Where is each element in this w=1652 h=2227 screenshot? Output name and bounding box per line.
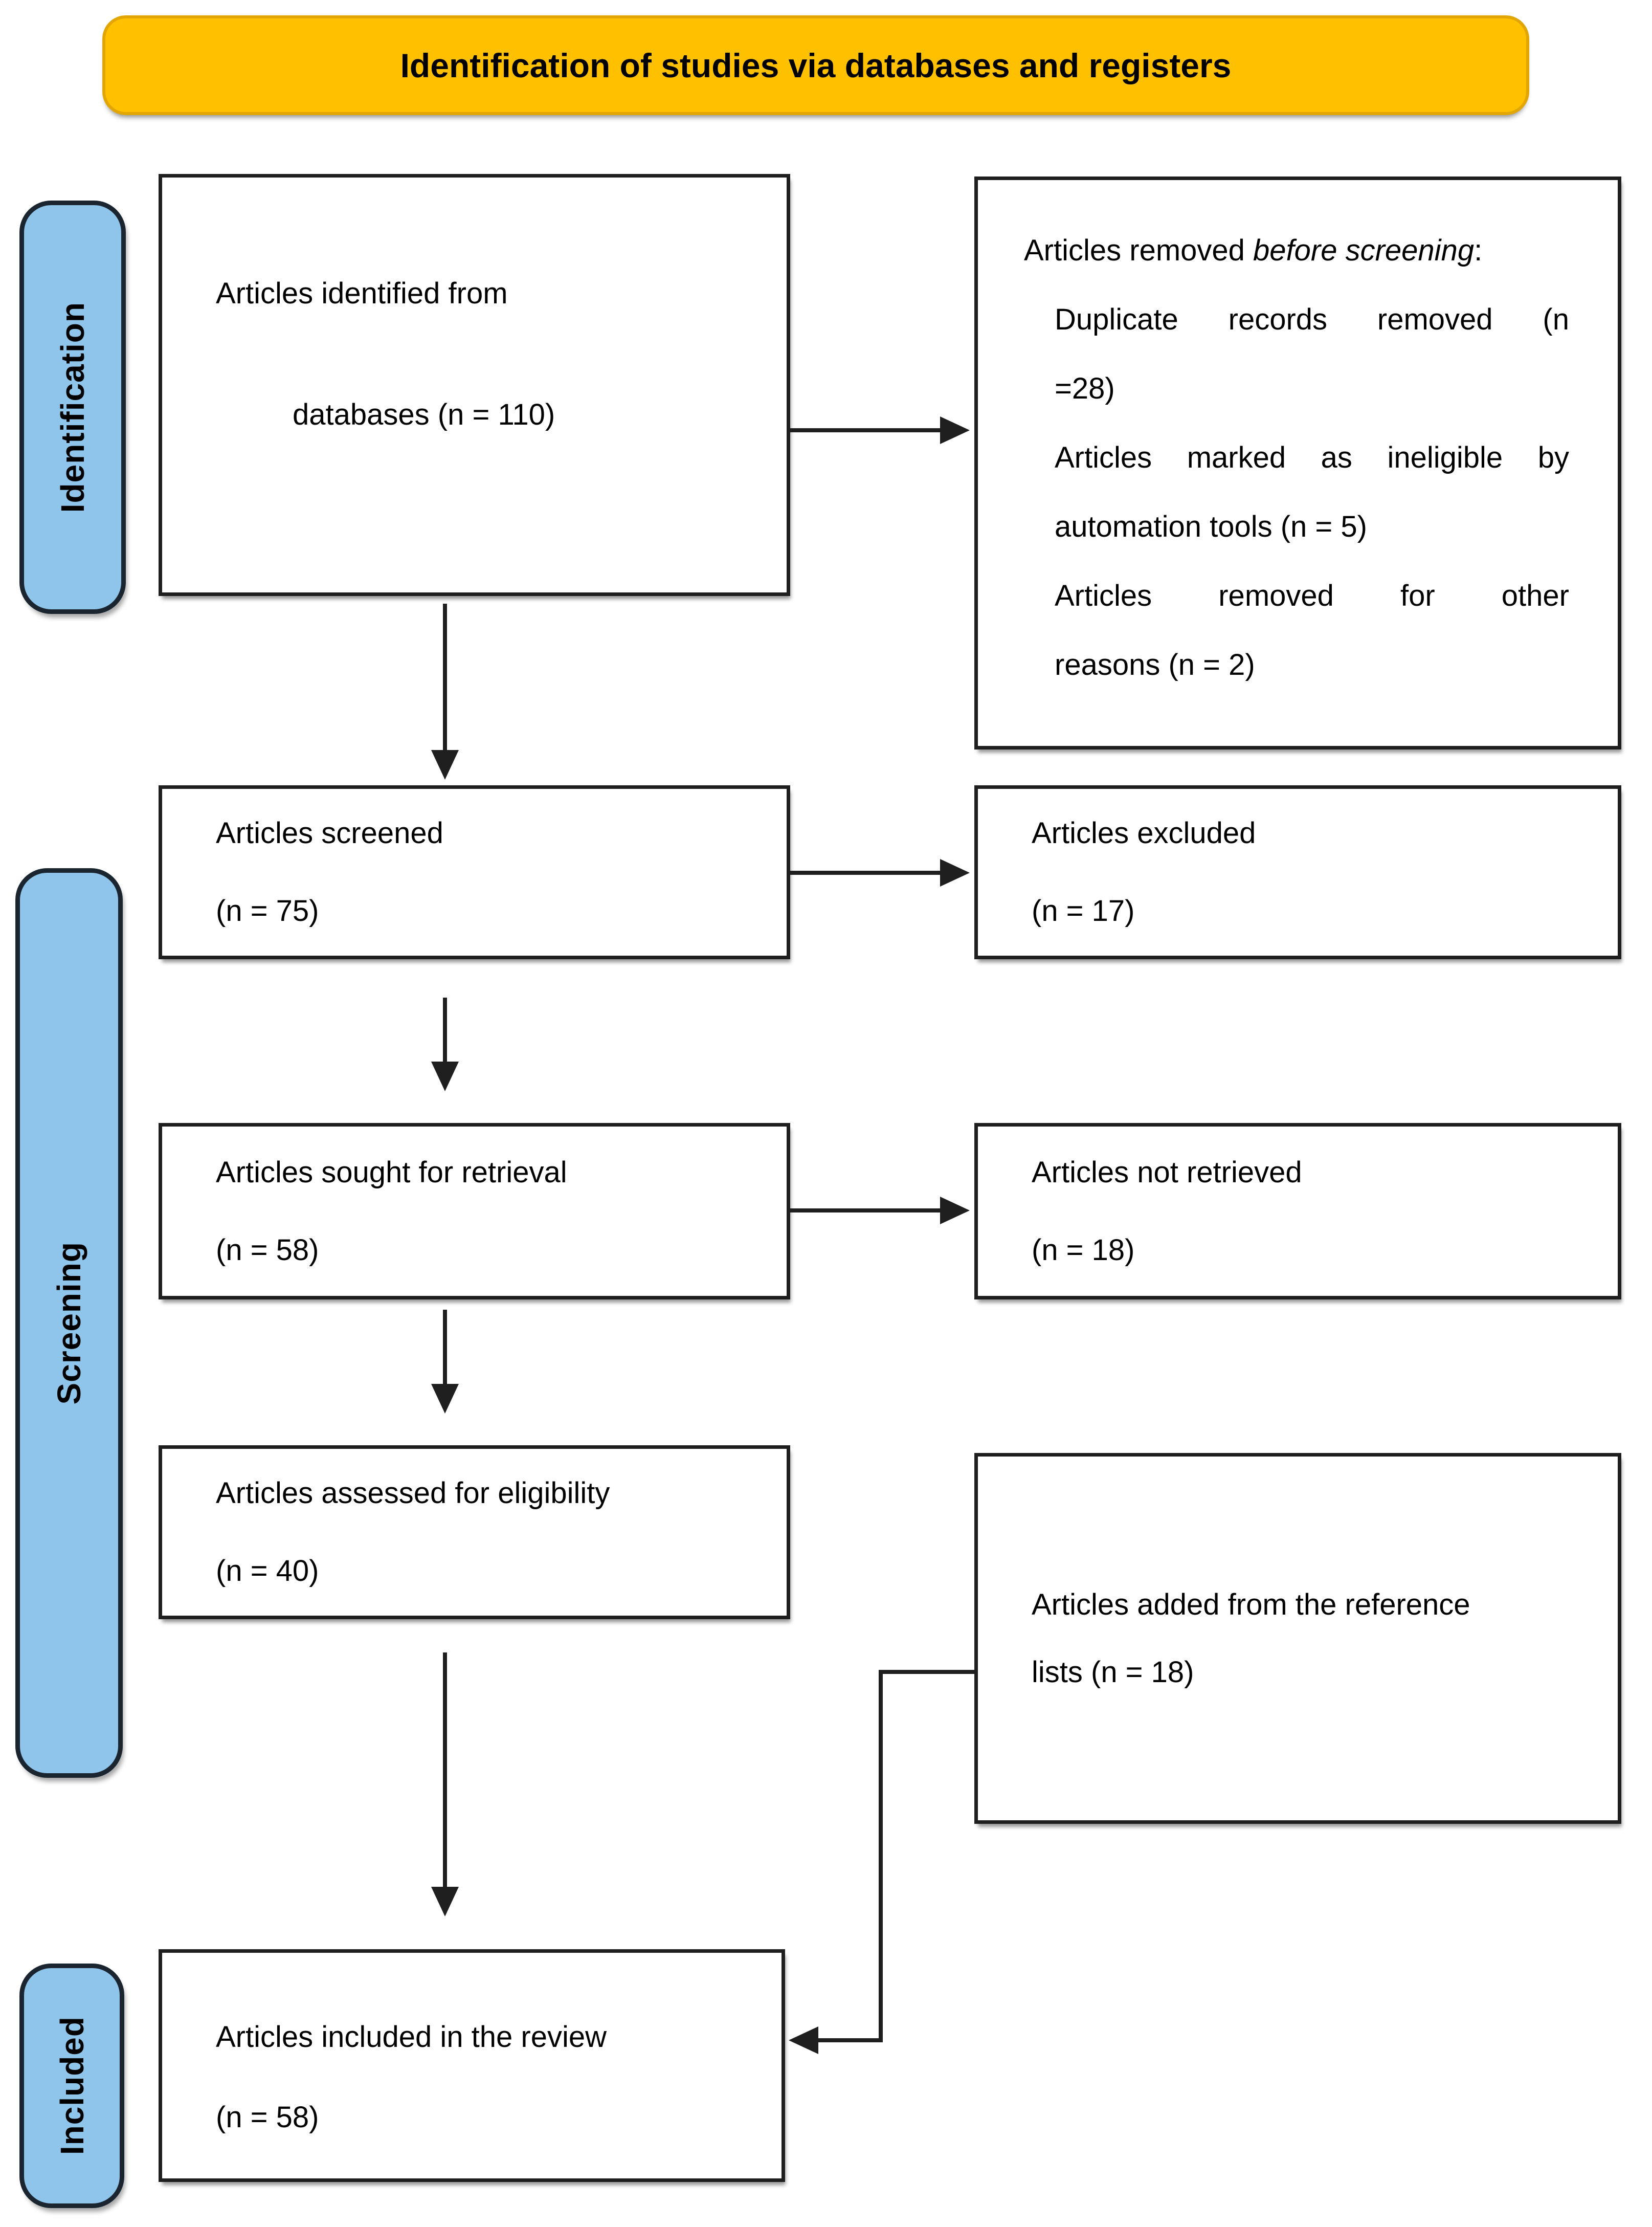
box-articles-identified: Articles identified from databases (n = … xyxy=(159,174,790,596)
arrow-sought-to-assessed-line xyxy=(443,1310,447,1384)
arrow-right-icon xyxy=(940,416,970,444)
screened-line-1: Articles screened xyxy=(216,817,443,850)
arrow-sought-to-not-retrieved-line xyxy=(790,1208,940,1212)
arrow-screened-to-sought-line xyxy=(443,998,447,1062)
sidebar-included-label: Included xyxy=(53,2016,91,2155)
box-articles-sought-for-retrieval: Articles sought for retrieval (n = 58) xyxy=(159,1123,790,1299)
sidebar-screening-label: Screening xyxy=(51,1241,87,1405)
sidebar-stage-included: Included xyxy=(19,1964,124,2208)
box-articles-removed-before-screening: Articles removed before screening: Dupli… xyxy=(974,177,1621,749)
sought-line-1: Articles sought for retrieval xyxy=(216,1155,567,1189)
box-articles-assessed-for-eligibility: Articles assessed for eligibility (n = 4… xyxy=(159,1445,790,1619)
arrow-screened-to-excluded-line xyxy=(790,871,940,875)
removed-item-3-line-2: reasons (n = 2) xyxy=(1055,648,1255,681)
included-line-2: (n = 58) xyxy=(216,2100,319,2134)
elbow-reference-to-included-top-segment xyxy=(881,1670,974,1674)
arrow-identified-to-removed-line xyxy=(790,428,940,432)
not-retrieved-line-2: (n = 18) xyxy=(1032,1233,1135,1267)
removed-item-2-line-1: Articles marked as ineligible by xyxy=(1055,441,1569,474)
arrow-left-icon xyxy=(789,2026,818,2054)
banner-title: Identification of studies via databases … xyxy=(400,46,1232,84)
excluded-line-2: (n = 17) xyxy=(1032,894,1135,928)
elbow-reference-to-included-bottom-segment xyxy=(818,2038,883,2042)
removed-item-3-line-1: Articles removed for other xyxy=(1055,579,1569,612)
box-articles-added-from-reference-lists: Articles added from the reference lists … xyxy=(974,1453,1621,1824)
arrow-identified-to-screened-line xyxy=(443,604,447,750)
reference-line-1: Articles added from the reference xyxy=(1032,1587,1470,1621)
box-articles-included-in-review: Articles included in the review (n = 58) xyxy=(159,1949,785,2182)
removed-item-2-line-2: automation tools (n = 5) xyxy=(1055,510,1367,543)
sidebar-stage-screening: Screening xyxy=(15,868,123,1778)
sidebar-identification-label: Identification xyxy=(54,301,91,513)
removed-item-1-line-2: =28) xyxy=(1055,372,1115,405)
sidebar-stage-identification: Identification xyxy=(19,201,126,614)
not-retrieved-line-1: Articles not retrieved xyxy=(1032,1155,1302,1189)
arrow-right-icon xyxy=(940,859,970,887)
removed-title: Articles removed before screening: xyxy=(978,216,1618,285)
sought-line-2: (n = 58) xyxy=(216,1233,319,1267)
arrow-right-icon xyxy=(940,1197,970,1224)
arrow-assessed-to-included-line xyxy=(443,1652,447,1887)
removed-item-1-line-1: Duplicate records removed (n xyxy=(1055,303,1569,336)
elbow-reference-to-included-vertical-segment xyxy=(879,1670,883,2042)
assessed-line-1: Articles assessed for eligibility xyxy=(216,1476,610,1510)
reference-line-2: lists (n = 18) xyxy=(1032,1655,1194,1689)
identified-line-1: Articles identified from xyxy=(216,277,508,310)
box-articles-excluded: Articles excluded (n = 17) xyxy=(974,785,1621,959)
excluded-line-1: Articles excluded xyxy=(1032,817,1256,850)
arrow-down-icon xyxy=(431,1887,459,1916)
included-line-1: Articles included in the review xyxy=(216,2020,607,2054)
arrow-down-icon xyxy=(431,1384,459,1414)
removed-title-italic: before screening xyxy=(1253,234,1475,267)
box-articles-screened: Articles screened (n = 75) xyxy=(159,785,790,959)
box-articles-not-retrieved: Articles not retrieved (n = 18) xyxy=(974,1123,1621,1299)
screened-line-2: (n = 75) xyxy=(216,894,319,928)
assessed-line-2: (n = 40) xyxy=(216,1554,319,1587)
identified-line-2: databases (n = 110) xyxy=(293,398,555,431)
arrow-down-icon xyxy=(431,750,459,780)
banner: Identification of studies via databases … xyxy=(102,15,1529,115)
removed-title-suffix: : xyxy=(1474,234,1483,267)
arrow-down-icon xyxy=(431,1062,459,1091)
removed-title-prefix: Articles removed xyxy=(1024,234,1254,267)
